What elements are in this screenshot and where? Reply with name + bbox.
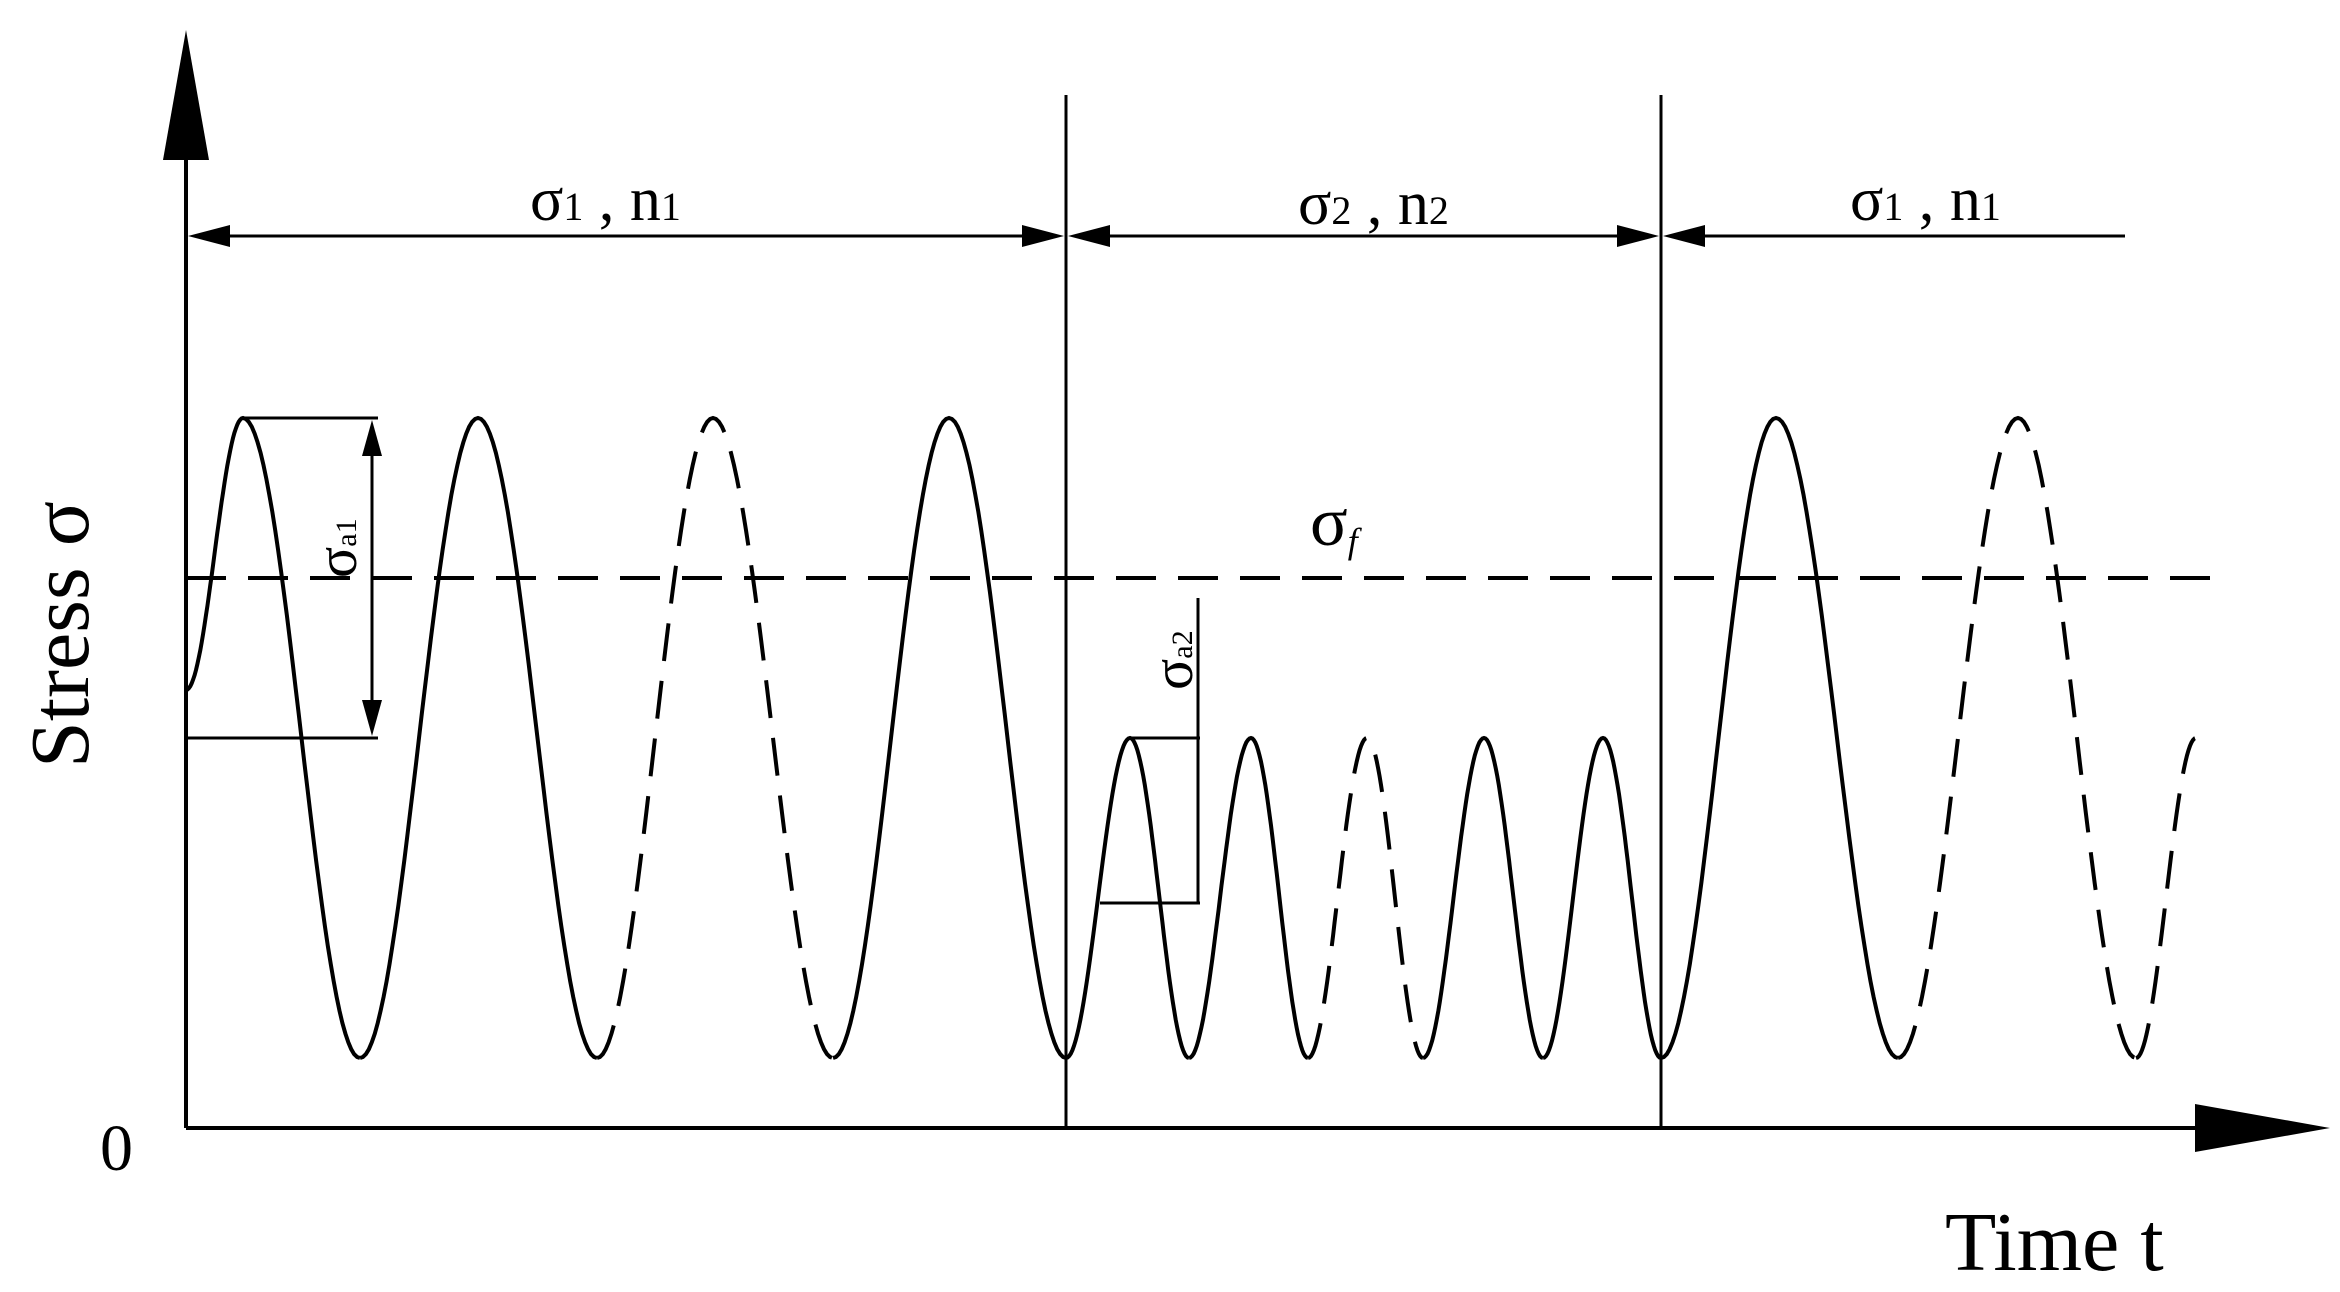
block-2-label: σ2 , n2 xyxy=(1298,170,1449,238)
x-axis-arrowhead xyxy=(2195,1104,2330,1152)
wave-cycle-10 xyxy=(1660,415,1899,1060)
amplitude-2-label: σa2 xyxy=(1140,630,1205,690)
wave-cycle-3 xyxy=(596,415,834,1060)
block-1-label: σ1 , n1 xyxy=(530,166,681,234)
amplitude-1-label: σa1 xyxy=(304,518,369,578)
stress-waveform xyxy=(185,415,2197,1060)
amplitude-1-arrow-up xyxy=(362,420,382,456)
origin-label: 0 xyxy=(100,1112,133,1185)
wave-cycle-6 xyxy=(1188,735,1309,1060)
block-1-span-arrow-left xyxy=(188,225,230,247)
block-3-label: σ1 , n1 xyxy=(1850,166,2001,234)
block-2-span-arrow-right xyxy=(1617,225,1659,247)
x-axis-label: Time t xyxy=(1945,1196,2164,1289)
wave-cycle-9 xyxy=(1542,735,1662,1060)
wave-cycle-1 xyxy=(185,415,361,1060)
wave-cycle-12 xyxy=(2135,736,2197,1060)
y-axis-arrowhead xyxy=(163,30,209,160)
wave-cycle-7 xyxy=(1307,735,1424,1060)
fatigue-limit-label: σf xyxy=(1310,484,1363,561)
wave-cycle-11 xyxy=(1897,415,2137,1060)
block-1-span-arrow-right xyxy=(1022,225,1064,247)
wave-cycle-5 xyxy=(1065,735,1190,1060)
block-2-span-arrow-left xyxy=(1068,225,1110,247)
wave-cycle-2 xyxy=(359,415,598,1060)
wave-cycle-4 xyxy=(832,415,1067,1060)
y-axis-label: Stress σ xyxy=(14,501,107,768)
wave-cycle-8 xyxy=(1422,735,1544,1060)
amplitude-1-arrow-down xyxy=(362,700,382,736)
block-3-span-arrow-left xyxy=(1663,225,1705,247)
